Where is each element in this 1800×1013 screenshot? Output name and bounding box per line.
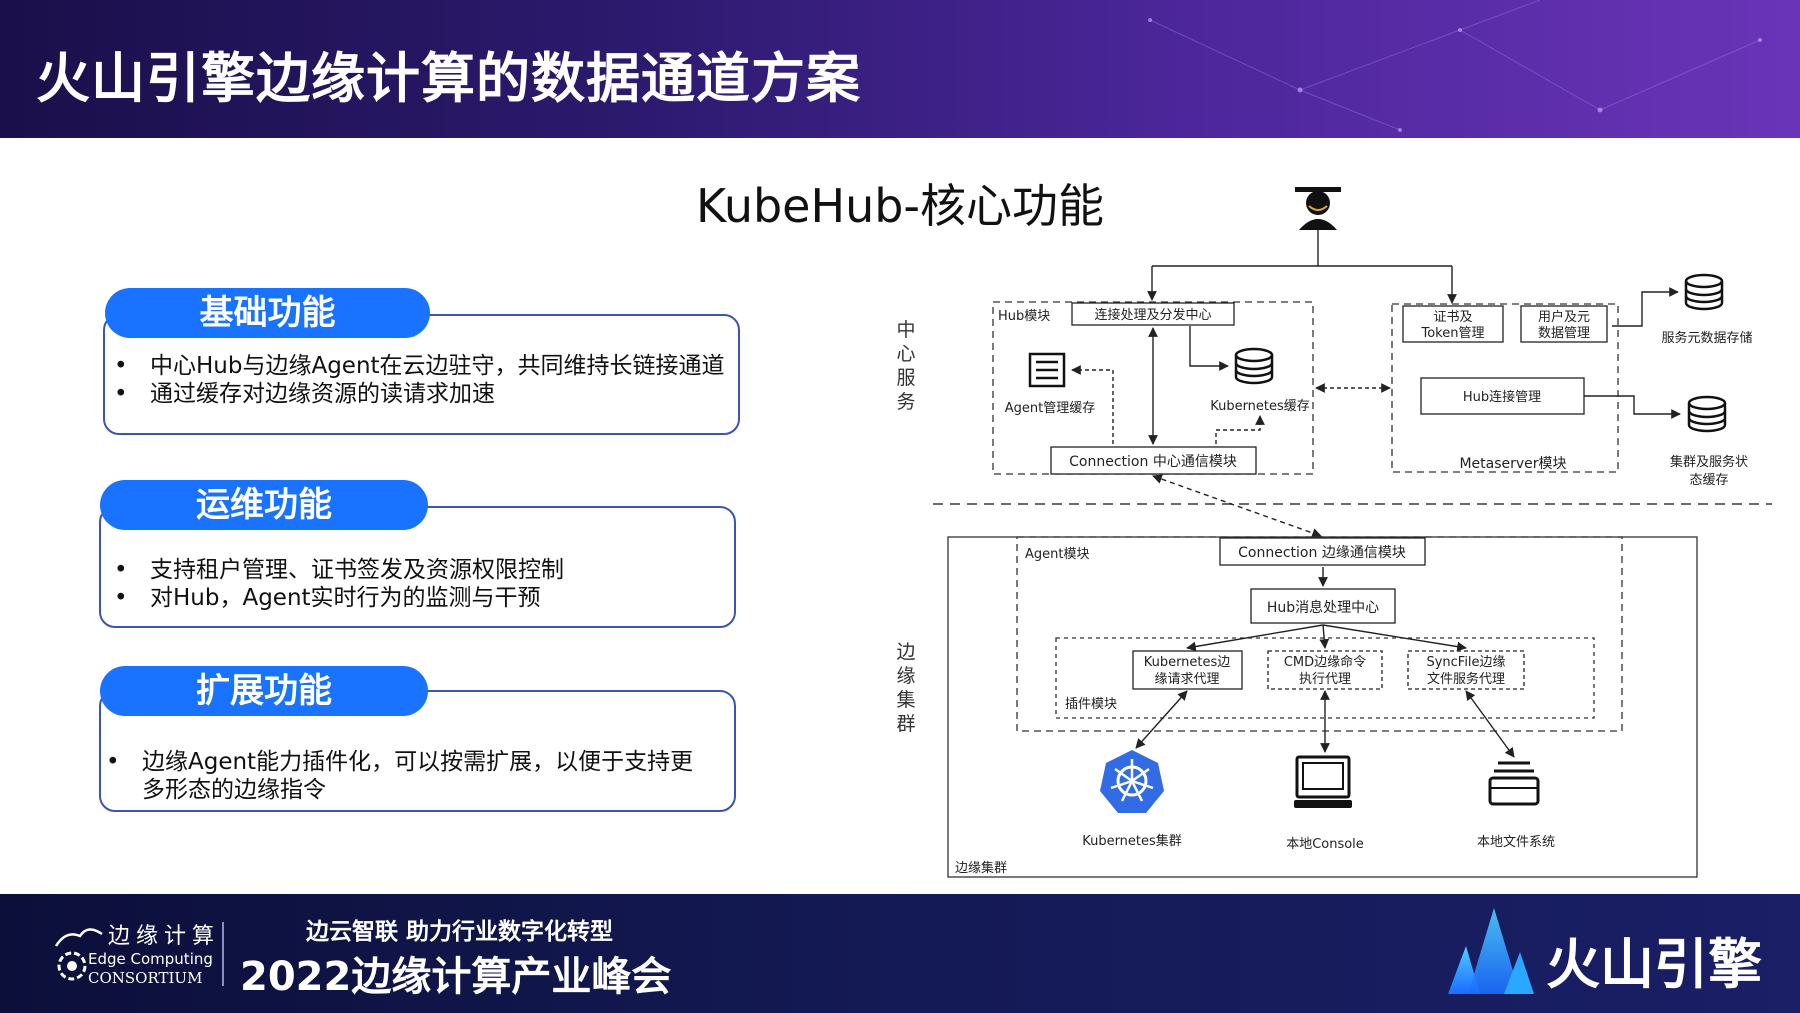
ecc-en-text-1: Edge Computing bbox=[88, 950, 213, 968]
volcano-engine-logo-icon bbox=[1448, 908, 1534, 994]
list-item: 对Hub，Agent实时行为的监测与干预 bbox=[104, 584, 734, 612]
header-banner: 火山引擎边缘计算的数据通道方案 bbox=[0, 0, 1800, 138]
brand-name: 火山引擎 bbox=[1546, 933, 1762, 996]
ext-function-list: 边缘Agent能力插件化，可以按需扩展，以便于支持更多形态的边缘指令 bbox=[96, 748, 696, 804]
list-item: 边缘Agent能力插件化，可以按需扩展，以便于支持更多形态的边缘指令 bbox=[96, 748, 696, 804]
list-item: 支持租户管理、证书签发及资源权限控制 bbox=[104, 556, 734, 584]
ext-function-title: 扩展功能 bbox=[100, 666, 428, 716]
section-title: KubeHub-核心功能 bbox=[695, 179, 1105, 233]
ops-function-title: 运维功能 bbox=[100, 480, 428, 530]
ecc-logo-icon bbox=[54, 928, 103, 981]
event-title: 2022边缘计算产业峰会 bbox=[240, 954, 672, 1000]
ecc-en-text-2: CONSORTIUM bbox=[88, 969, 203, 987]
header-network-decoration bbox=[1148, 0, 1762, 132]
footer-divider bbox=[222, 922, 224, 986]
event-slogan: 边云智联 助力行业数字化转型 bbox=[306, 919, 614, 945]
ops-function-list: 支持租户管理、证书签发及资源权限控制 对Hub，Agent实时行为的监测与干预 bbox=[104, 556, 734, 612]
basic-function-list: 中心Hub与边缘Agent在云边驻守，共同维持长链接通道 通过缓存对边缘资源的读… bbox=[104, 352, 734, 408]
ecc-cn-text: 边缘计算 bbox=[108, 924, 221, 949]
page-title: 火山引擎边缘计算的数据通道方案 bbox=[36, 47, 861, 110]
basic-function-title: 基础功能 bbox=[105, 288, 430, 338]
list-item: 中心Hub与边缘Agent在云边驻守，共同维持长链接通道 bbox=[104, 352, 734, 380]
footer-banner: 边缘计算 Edge Computing CONSORTIUM 边云智联 助力行业… bbox=[0, 894, 1800, 1013]
list-item: 通过缓存对边缘资源的读请求加速 bbox=[104, 380, 734, 408]
